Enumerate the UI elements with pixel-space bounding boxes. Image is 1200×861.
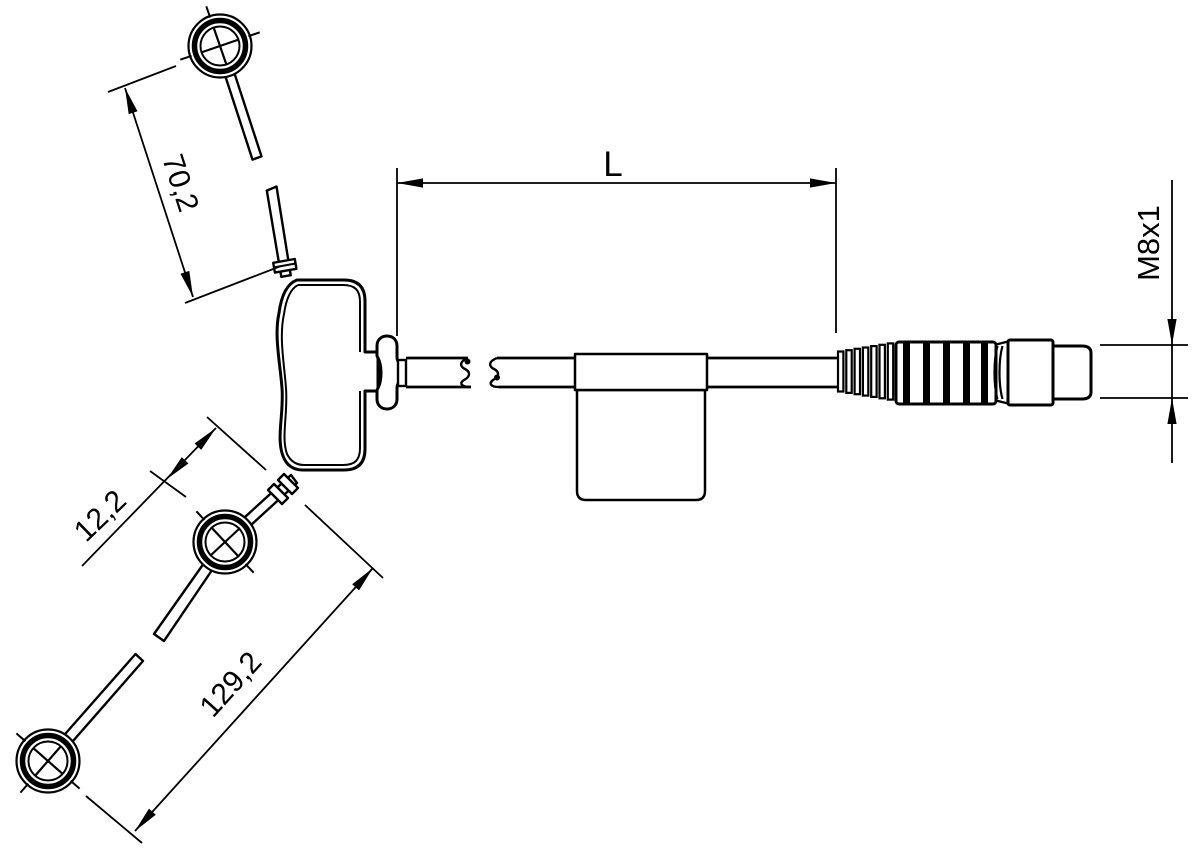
- junction-body-inner-line-bottom: [280, 284, 361, 466]
- knurled-sleeve: [894, 340, 998, 406]
- strain-relief-rib: [886, 342, 895, 401]
- strain-relief: [836, 342, 895, 401]
- connector-neck-edge: [995, 340, 1009, 346]
- head-centerline-tick: [244, 563, 255, 574]
- cable-break-right-dot: [494, 374, 500, 381]
- connector-body: [1006, 338, 1055, 407]
- extension-line: [149, 470, 187, 498]
- knurl-bar: [963, 343, 970, 403]
- head-ring: [196, 513, 254, 571]
- strain-relief-rib: [845, 349, 853, 395]
- thread-tip: [1051, 344, 1093, 401]
- knurl-bar: [903, 343, 910, 403]
- sensor-head-middle: [192, 509, 258, 575]
- junction-body-inner-line-top: [298, 284, 361, 352]
- cable-tag-band: [573, 352, 709, 392]
- knurl-bar: [923, 343, 930, 403]
- head-centerline-tick: [205, 5, 212, 18]
- cable-break-right: [489, 356, 500, 389]
- connector-neck: [993, 340, 1009, 405]
- extension-line: [107, 65, 177, 93]
- m8-connector: [836, 338, 1093, 407]
- probe-lower-collar-1: [276, 472, 300, 496]
- connector-neck-curve: [998, 345, 1004, 400]
- head-ring: [19, 732, 77, 790]
- extension-line: [206, 416, 267, 471]
- head-centerline-tick: [195, 510, 206, 521]
- head-centerline-tick: [15, 732, 27, 743]
- dimension-line: [124, 87, 194, 298]
- cable-tag: [573, 352, 709, 502]
- sensor-head-top: [179, 5, 261, 79]
- arrowhead: [180, 270, 193, 297]
- extension-line: [85, 795, 143, 844]
- arrowhead: [397, 178, 423, 188]
- dimension-thread: M8x1: [1100, 180, 1188, 463]
- arrowhead: [1167, 319, 1177, 345]
- bend-protector: [375, 334, 408, 411]
- arrowhead: [1167, 398, 1177, 424]
- cable-break-left: [460, 356, 472, 389]
- head-cross-line: [200, 38, 240, 54]
- cable: [406, 356, 838, 389]
- sensor-heads: [15, 5, 261, 794]
- head-cross-line: [32, 746, 64, 776]
- probe-top-stem-upper: [223, 69, 263, 161]
- arrowhead: [194, 428, 216, 450]
- dim-label-cable-length: L: [603, 145, 622, 184]
- junction-body: [275, 278, 380, 472]
- head-centerline-tick: [248, 31, 261, 38]
- knurl-bar: [981, 343, 988, 403]
- extension-line: [304, 504, 384, 579]
- cable-washer: [396, 358, 408, 388]
- head-cross-line: [210, 526, 240, 558]
- strain-relief-rib: [870, 345, 878, 399]
- dim-label-middle-probe: 12,2: [68, 484, 133, 548]
- arrowhead: [125, 88, 138, 115]
- dimension-cable-length: L: [396, 145, 837, 336]
- head-centerline-tick: [179, 54, 192, 61]
- head-inner-circle: [204, 521, 246, 563]
- head-centerline-tick: [19, 782, 30, 794]
- probe-lower-collar-2: [266, 482, 290, 506]
- dimension-upper-probe: 70,2: [107, 65, 282, 304]
- probe-top-stem-lower: [265, 185, 292, 278]
- head-centerline-tick: [69, 779, 81, 790]
- strain-relief-rib: [861, 346, 870, 397]
- head-inner-circle: [199, 25, 241, 67]
- sensor-head-bottom: [15, 728, 81, 794]
- head-inner-circle: [27, 740, 69, 782]
- strain-relief-rib: [878, 343, 887, 400]
- junction-body-outline: [275, 278, 380, 472]
- strain-relief-rib: [853, 347, 862, 396]
- arrowhead: [352, 568, 373, 591]
- dim-label-thread: M8x1: [1131, 205, 1166, 281]
- head-ring: [191, 17, 249, 75]
- connector-neck-edge: [995, 399, 1009, 405]
- dimension-line: [81, 427, 217, 567]
- arrowhead: [810, 178, 836, 188]
- arrowhead: [167, 457, 189, 479]
- connector-neck-curve: [993, 345, 999, 400]
- dimension-line: [134, 567, 374, 832]
- extension-line: [184, 265, 282, 304]
- cable-break-left-dot: [464, 358, 471, 365]
- knurl-bar: [943, 343, 950, 403]
- strain-relief-rib: [836, 350, 845, 393]
- arrowhead: [135, 808, 156, 831]
- dimensions: 70,2 L M8x1 12,2: [68, 65, 1188, 844]
- cable-tag-flap: [575, 388, 707, 502]
- dim-label-lower-probe: 129,2: [194, 646, 269, 724]
